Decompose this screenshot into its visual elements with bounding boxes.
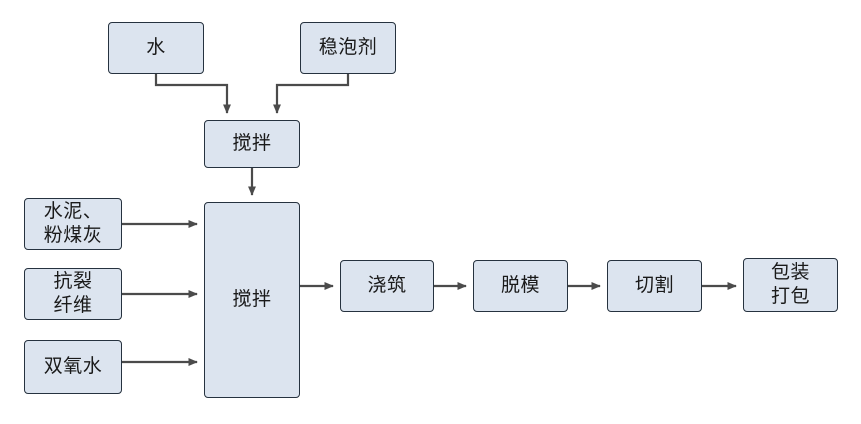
node-mixing-stage-1[interactable]: 搅拌 <box>204 120 300 168</box>
node-anticrack-fiber[interactable]: 抗裂 纤维 <box>24 268 122 320</box>
node-water[interactable]: 水 <box>108 22 204 74</box>
edge-water-to-mix1 <box>154 74 231 114</box>
node-foam-stabilizer[interactable]: 稳泡剂 <box>300 22 396 74</box>
node-packaging[interactable]: 包装 打包 <box>743 258 838 312</box>
node-mixing-stage-2[interactable]: 搅拌 <box>204 202 300 398</box>
node-hydrogen-peroxide[interactable]: 双氧水 <box>24 340 122 394</box>
node-cutting[interactable]: 切割 <box>607 260 702 312</box>
node-casting[interactable]: 浇筑 <box>340 260 434 312</box>
edge-foam-to-mix1 <box>273 74 350 114</box>
node-demolding[interactable]: 脱模 <box>473 260 568 312</box>
node-cement-flyash[interactable]: 水泥、 粉煤灰 <box>24 198 122 250</box>
